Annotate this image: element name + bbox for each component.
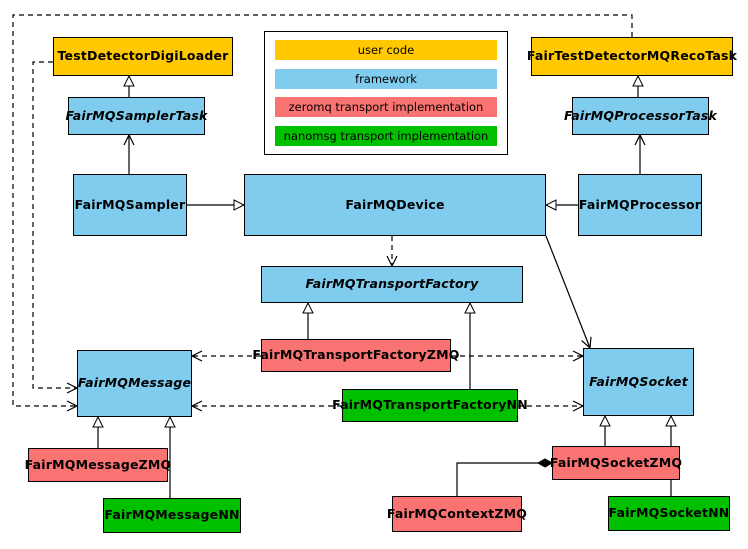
class-node-fairmqdevice[interactable]: FairMQDevice — [244, 174, 546, 236]
class-node-fairmqmessagezmq[interactable]: FairMQMessageZMQ — [25, 448, 171, 482]
edge-contextzmq-to-socketzmq — [456, 458, 554, 496]
legend-item-framework: framework — [275, 68, 497, 89]
class-node-fairmqmessage[interactable]: FairMQMessage — [77, 350, 192, 417]
class-node-fairtestdetectormqrecotask[interactable]: FairTestDetectorMQRecoTask — [527, 37, 737, 76]
class-node-fairmqsocketnn[interactable]: FairMQSocketNN — [608, 496, 730, 531]
legend-item-nanomsg: nanomsg transport implementation — [275, 125, 497, 146]
class-node-fairmqtransportfactorynn[interactable]: FairMQTransportFactoryNN — [332, 389, 528, 422]
class-node-fairmqsocket[interactable]: FairMQSocket — [583, 348, 694, 416]
class-node-fairmqprocessortask[interactable]: FairMQProcessorTask — [564, 97, 717, 135]
class-node-fairmqsampler[interactable]: FairMQSampler — [73, 174, 187, 236]
class-node-fairmqsocketzmq[interactable]: FairMQSocketZMQ — [550, 446, 682, 480]
class-node-fairmqmessagenn[interactable]: FairMQMessageNN — [103, 498, 241, 533]
class-node-fairmqprocessor[interactable]: FairMQProcessor — [578, 174, 702, 236]
color-legend: user code framework zeromq transport imp… — [264, 31, 508, 155]
legend-item-zeromq: zeromq transport implementation — [275, 97, 497, 118]
class-node-fairmqtransportfactory[interactable]: FairMQTransportFactory — [261, 266, 523, 303]
class-node-fairmqsamplertask[interactable]: FairMQSamplerTask — [65, 97, 207, 135]
class-node-fairmqtransportfactoryzmq[interactable]: FairMQTransportFactoryZMQ — [252, 339, 459, 372]
edge-device-to-socket — [545, 235, 592, 350]
class-node-fairmqcontextzmq[interactable]: FairMQContextZMQ — [387, 496, 527, 532]
legend-item-user-code: user code — [275, 40, 497, 60]
class-node-testdetectordigiloader[interactable]: TestDetectorDigiLoader — [53, 37, 233, 76]
